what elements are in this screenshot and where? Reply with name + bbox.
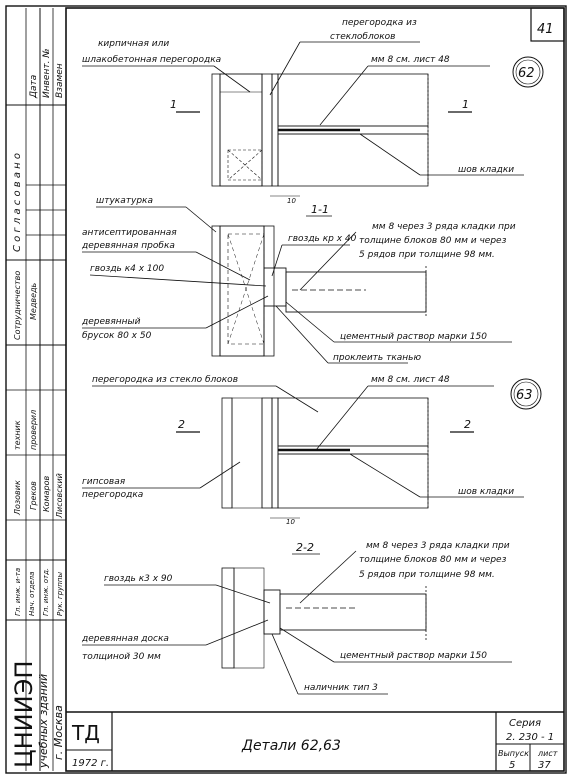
marker-62-label: 62: [518, 66, 535, 81]
dim-62: 10: [287, 197, 296, 205]
section-mark-2-right: 2: [464, 418, 471, 431]
stamp-role-3: проверил: [29, 410, 38, 450]
label-mortar-1: цементный раствор марки 150: [340, 332, 487, 342]
stamp-role-4: Лозовик: [13, 480, 22, 516]
stamp-org: ЦНИИЭП: [10, 661, 38, 768]
sheet-border: [5, 5, 567, 774]
callout-seam-62: шов кладки: [458, 165, 514, 175]
label-caulk: проклеить тканью: [333, 353, 421, 363]
section-mark-1-left: 1: [170, 98, 177, 111]
note-2-2-c: 5 рядов при толщине 98 мм.: [359, 570, 495, 580]
callout-mm-63: мм 8 см. лист 48: [371, 375, 450, 385]
stamp-col-date: Дата: [29, 75, 39, 99]
stamp-role-7: Гл. инж. отд.: [42, 568, 50, 616]
label-board: деревянная доска: [81, 634, 169, 644]
issue-value: 5: [509, 760, 515, 771]
callout-seam-63: шов кладки: [458, 487, 514, 497]
drawing-frame: [65, 7, 565, 772]
stamp-name-1: Медведь: [29, 282, 38, 320]
stamp-name-4: Лисовский: [55, 473, 64, 519]
label-casing: наличник тип 3: [304, 683, 378, 693]
page-number: 41: [537, 22, 554, 37]
label-nail-2: гвоздь к3 х 90: [104, 574, 173, 584]
callout-left-62-b: шлакобетонная перегородка: [82, 55, 221, 65]
stamp-approved: С о г л а с о в а н о: [12, 153, 23, 252]
callout-partition-62: перегородка из: [342, 18, 417, 28]
section-mark-2-left: 2: [178, 418, 185, 431]
stamp-col-rep: Взамен: [55, 63, 65, 98]
detail-63: перегородка из стекло блоков мм 8 см. ли…: [82, 375, 542, 526]
sheet-label: лист: [537, 749, 558, 758]
stamp-role-5: Гл. инж. и-та: [14, 568, 22, 616]
sheet-value: 37: [538, 760, 551, 771]
label-antiseptic: антисептированная: [82, 228, 177, 238]
note-2-2-b: толщине блоков 80 мм и через: [359, 555, 507, 565]
label-bar-b: брусок 80 х 50: [82, 331, 152, 341]
stamp-city: г. Москва: [52, 705, 65, 760]
note-1-1-a: мм 8 через 3 ряда кладки при: [372, 222, 516, 232]
label-antiseptic-b: деревянная пробка: [81, 241, 175, 251]
stamp-role-8: Рук. группы: [56, 572, 64, 616]
stamp-role-1: Сотрудничество: [13, 271, 22, 340]
section-2-2: 2-2 мм 8 через 3 ряда кладки при толщине…: [81, 541, 512, 695]
section-1-1: 1-1 штукатурка антисептированная деревян…: [81, 196, 516, 364]
label-bar: деревянный: [81, 317, 141, 327]
stamp-org-2: учебных зданий: [37, 674, 50, 769]
callout-partition-63: перегородка из стекло блоков: [92, 375, 238, 385]
side-stamp: Дата Инвент. № Взамен С о г л а с о в а …: [6, 8, 66, 771]
stamp-role-2: техник: [13, 420, 22, 450]
label-nail-a: гвоздь кр х 40: [288, 234, 357, 244]
label-stucco: штукатурка: [96, 196, 153, 206]
section-mark-1-right: 1: [462, 98, 469, 111]
series-value: 2. 230 - 1: [506, 732, 554, 743]
marker-63: [510, 378, 542, 410]
td-mark: ТД: [71, 721, 100, 745]
note-1-1-b: толщине блоков 80 мм и через: [359, 236, 507, 246]
label-board-b: толщиной 30 мм: [82, 652, 161, 662]
stamp-name-2: Греков: [29, 481, 38, 510]
note-2-2-a: мм 8 через 3 ряда кладки при: [366, 541, 510, 551]
stamp-name-3: Комаров: [42, 476, 51, 512]
label-gypsum-b: перегородка: [82, 490, 143, 500]
sheet-title: Детали 62,63: [241, 738, 341, 754]
page-number-box: [530, 7, 565, 42]
detail-62: кирпичная или шлакобетонная перегородка …: [82, 18, 544, 205]
marker-62: [512, 56, 544, 88]
label-gypsum: гипсовая: [82, 477, 126, 487]
title-block: ТД 1972 г. Детали 62,63 Серия 2. 230 - 1…: [66, 711, 564, 771]
callout-partition-62-b: стеклоблоков: [330, 32, 395, 42]
label-nail-b: гвоздь к4 х 100: [90, 264, 164, 274]
callout-left-62: кирпичная или: [98, 39, 169, 49]
note-1-1-c: 5 рядов при толщине 98 мм.: [359, 250, 495, 260]
label-mortar-2: цементный раствор марки 150: [340, 651, 487, 661]
stamp-col-inv: Инвент. №: [42, 48, 52, 98]
marker-63-label: 63: [516, 388, 533, 403]
dim-63: 10: [286, 518, 295, 526]
stamp-role-6: Нач. отдела: [28, 572, 36, 616]
issue-label: Выпуск: [498, 749, 529, 758]
section-1-1-title: 1-1: [311, 203, 329, 216]
series-label: Серия: [509, 718, 541, 729]
year: 1972 г.: [72, 758, 109, 769]
callout-mm-62: мм 8 см. лист 48: [371, 55, 450, 65]
section-2-2-title: 2-2: [296, 541, 314, 554]
